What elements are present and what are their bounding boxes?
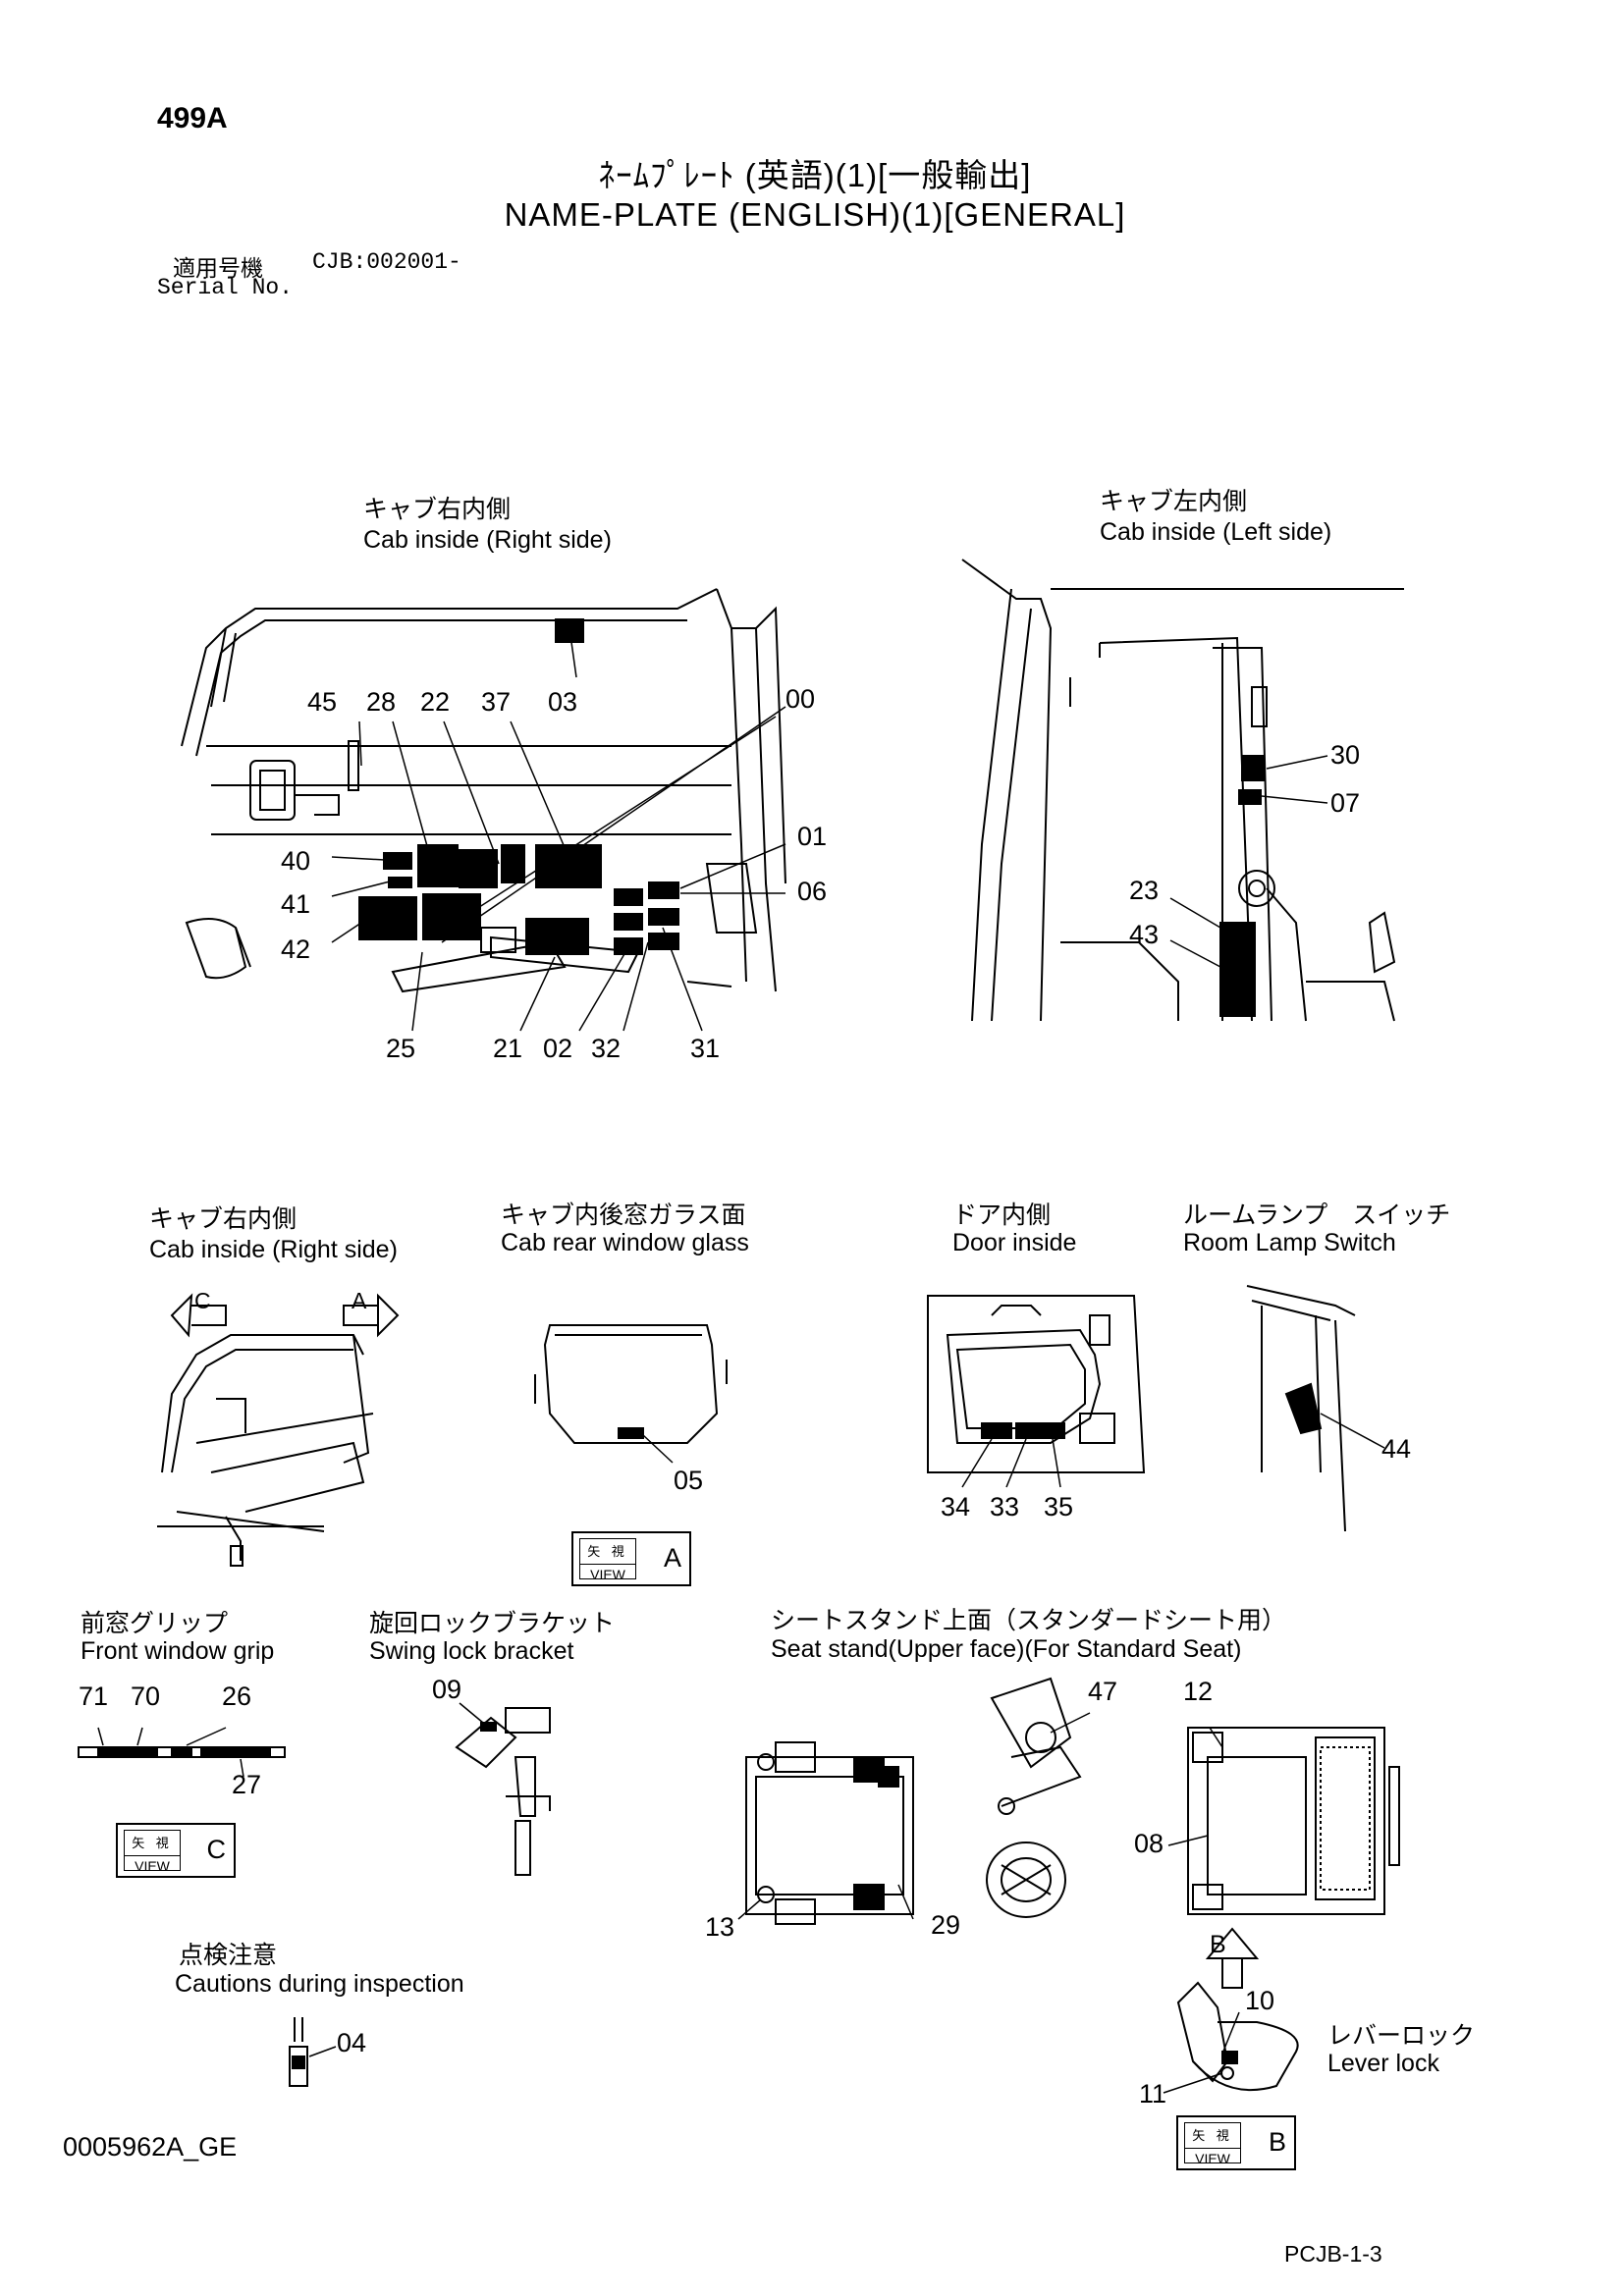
cab-right-large-drawing (181, 588, 786, 993)
front-grip-drawing (78, 1727, 286, 1778)
callout-22: 22 (420, 687, 451, 717)
callout-71: 71 (79, 1682, 109, 1711)
title-english: NAME-PLATE (ENGLISH)(1)[GENERAL] (504, 196, 1126, 233)
caption-cab-right-jp: キャブ右内側 (363, 496, 512, 523)
serial-value: CJB:002001- (312, 249, 461, 275)
callout-32: 32 (591, 1034, 622, 1063)
arrow-marker-b: B (1210, 1931, 1226, 1958)
caption-swing-lock-en: Swing lock bracket (369, 1637, 574, 1665)
callout-34: 34 (941, 1492, 971, 1522)
callout-70: 70 (131, 1682, 161, 1711)
caption-lever-lock-en: Lever lock (1327, 2050, 1439, 2077)
caption-rear-window-en: Cab rear window glass (501, 1229, 749, 1256)
callout-03: 03 (548, 687, 578, 717)
callout-09: 09 (432, 1675, 462, 1704)
callout-26: 26 (222, 1682, 252, 1711)
arrow-marker-c: C (194, 1288, 211, 1313)
callout-01: 01 (797, 822, 828, 851)
caption-swing-lock-jp: 旋回ロックブラケット (369, 1610, 616, 1637)
callout-35: 35 (1044, 1492, 1074, 1522)
callout-08: 08 (1134, 1829, 1164, 1858)
seat-stand-right-drawing (1167, 1727, 1400, 1989)
caption-lever-lock-jp: レバーロック (1327, 2022, 1476, 2050)
caption-front-grip-en: Front window grip (81, 1637, 275, 1665)
view-letter-c: C (206, 1835, 227, 1864)
caption-inspection-en: Cautions during inspection (175, 1970, 464, 1998)
view-letter-b: B (1268, 2127, 1286, 2157)
caption-door-inside-jp: ドア内側 (952, 1201, 1052, 1229)
page-code-499a: 499A (157, 102, 228, 134)
arrow-marker-a: A (352, 1288, 367, 1313)
callout-31: 31 (690, 1034, 721, 1063)
callout-12: 12 (1183, 1677, 1214, 1706)
callout-43: 43 (1129, 920, 1160, 949)
caption-inspection-jp: 点検注意 (179, 1942, 278, 1969)
callout-23: 23 (1129, 876, 1160, 905)
page-number-code: PCJB-1-3 (1284, 2241, 1382, 2267)
caption-room-lamp-jp: ルームランプ スイッチ (1183, 1201, 1451, 1229)
callout-45: 45 (307, 687, 338, 717)
leaders-cab-left (1169, 755, 1328, 968)
caption-seat-stand-jp: シートスタンド上面（スタンダードシート用） (771, 1607, 1287, 1634)
callout-27: 27 (232, 1770, 262, 1799)
seat-stand-left-drawing (737, 1741, 914, 1925)
caption-seat-stand-en: Seat stand(Upper face)(For Standard Seat… (771, 1635, 1242, 1663)
room-lamp-drawing (1246, 1285, 1385, 1532)
drawing-id: 0005962A_GE (63, 2132, 238, 2162)
callout-13: 13 (705, 1912, 735, 1942)
callout-33: 33 (990, 1492, 1020, 1522)
cab-right-small-drawing (157, 1293, 400, 1567)
callout-25: 25 (386, 1034, 416, 1063)
title-japanese: ﾈｰﾑﾌﾟﾚｰﾄ (英語)(1)[一般輸出] (598, 157, 1032, 193)
view-letter-a: A (663, 1543, 681, 1573)
seat-stand-mid-drawing (986, 1677, 1091, 1918)
caption-cab-left-en: Cab inside (Left side) (1100, 518, 1332, 546)
caption-door-inside-en: Door inside (952, 1229, 1077, 1256)
caption-room-lamp-en: Room Lamp Switch (1183, 1229, 1396, 1256)
caption-rear-window-jp: キャブ内後窓ガラス面 (501, 1201, 746, 1229)
callout-47: 47 (1088, 1677, 1118, 1706)
rear-window-drawing (534, 1324, 728, 1464)
cab-left-large-drawing (961, 559, 1404, 1022)
callout-04: 04 (337, 2028, 367, 2057)
leaders-door (961, 1438, 1061, 1488)
inspection-drawing (289, 2017, 337, 2087)
lever-lock-drawing (1163, 1981, 1299, 2094)
callout-41: 41 (281, 889, 311, 919)
caption-cab-left-jp: キャブ左内側 (1100, 488, 1248, 515)
caption-front-grip-jp: 前窓グリップ (81, 1610, 229, 1637)
callout-00: 00 (785, 684, 816, 714)
callout-10: 10 (1245, 1986, 1275, 2015)
callout-05: 05 (674, 1466, 704, 1495)
callout-11: 11 (1139, 2079, 1167, 2109)
serial-label-jp: 適用号機 (173, 257, 263, 283)
callout-02: 02 (543, 1034, 573, 1063)
leaders-cab-right (331, 627, 786, 1032)
door-inside-drawing (927, 1295, 1146, 1473)
serial-label-en: Serial No. (157, 275, 294, 300)
callout-28: 28 (366, 687, 397, 717)
caption-cab-right-small-jp: キャブ右内側 (149, 1205, 298, 1233)
callout-42: 42 (281, 934, 311, 964)
swing-lock-drawing (455, 1702, 551, 1876)
callout-30: 30 (1330, 740, 1361, 770)
callout-07: 07 (1330, 788, 1361, 818)
callout-21: 21 (493, 1034, 523, 1063)
callout-29: 29 (931, 1910, 961, 1940)
callout-06: 06 (797, 877, 828, 906)
callout-37: 37 (481, 687, 512, 717)
caption-cab-right-small-en: Cab inside (Right side) (149, 1236, 398, 1263)
caption-cab-right-en: Cab inside (Right side) (363, 526, 612, 554)
callout-40: 40 (281, 846, 311, 876)
callout-44: 44 (1381, 1434, 1412, 1464)
